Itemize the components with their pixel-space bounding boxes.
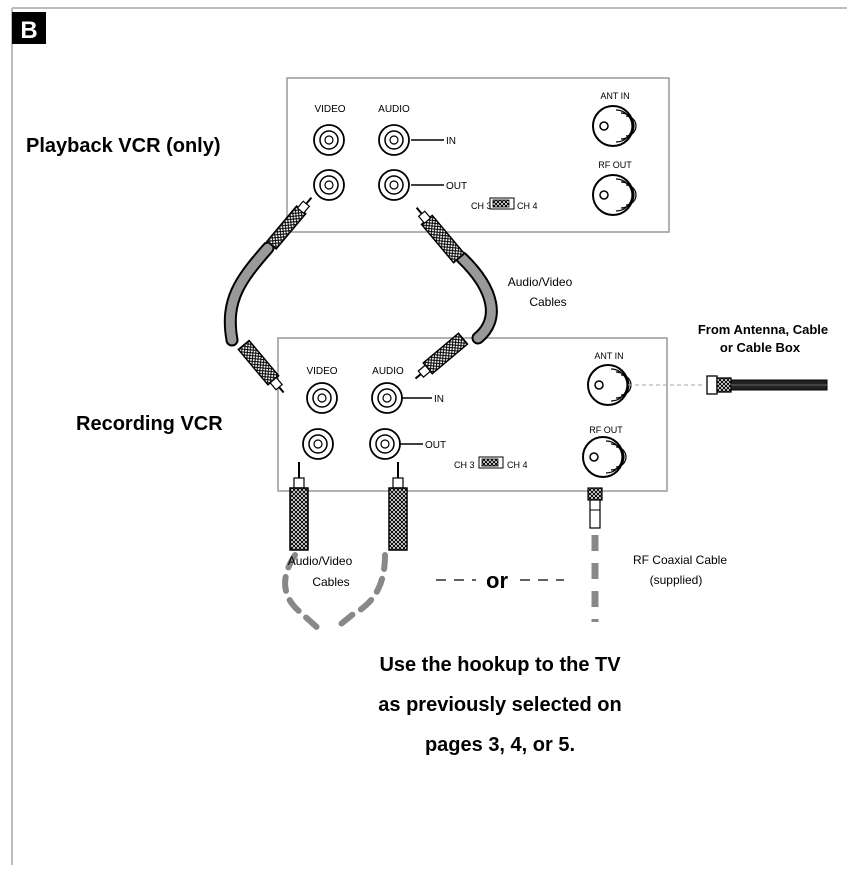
recording-audio-label: AUDIO [372, 366, 404, 377]
or-label: or [486, 568, 508, 593]
rf-cable-line2: (supplied) [650, 573, 703, 587]
bottom-note-line1: Use the hookup to the TV [379, 654, 621, 676]
playback-rf-out-jack [592, 174, 637, 216]
recording-video-label: VIDEO [306, 366, 337, 377]
recording-audio-out-jack [369, 428, 401, 460]
recording-video-in-jack [306, 382, 338, 414]
playback-audio-out-jack [378, 169, 410, 201]
av-cables-lower-line2: Cables [312, 575, 349, 589]
playback-ch3-label: CH 3 [471, 201, 492, 211]
section-badge [12, 12, 46, 44]
playback-audio-label: AUDIO [378, 104, 410, 115]
playback-ant-in-label: ANT IN [600, 91, 629, 101]
playback-in-label: IN [446, 136, 456, 147]
recording-video-out-jack [302, 428, 334, 460]
antenna-source-line1: From Antenna, Cable [698, 322, 828, 337]
av-cable-right-lower [388, 462, 408, 551]
playback-out-label: OUT [446, 181, 467, 192]
recording-ch3-label: CH 3 [454, 460, 475, 470]
av-cables-upper-line2: Cables [529, 295, 566, 309]
recording-vcr-panel: VIDEO AUDIO IN OUT CH 3 [277, 337, 668, 492]
av-cables-lower-line1: Audio/Video [288, 554, 353, 568]
recording-out-label: OUT [425, 440, 446, 451]
antenna-input-cable [628, 375, 828, 395]
bottom-note-line2: as previously selected on [378, 694, 621, 716]
playback-ch4-label: CH 4 [517, 201, 538, 211]
playback-ant-in-jack [592, 105, 637, 147]
recording-audio-in-jack [371, 382, 403, 414]
recording-in-label: IN [434, 394, 444, 405]
recording-ch4-label: CH 4 [507, 460, 528, 470]
section-letter: B [20, 17, 37, 44]
playback-rf-out-label: RF OUT [598, 160, 632, 170]
rf-coaxial-cable [587, 487, 603, 622]
playback-channel-switch [489, 197, 515, 210]
playback-vcr-title: Playback VCR (only) [26, 135, 221, 157]
recording-channel-switch [478, 456, 504, 469]
playback-video-out-jack [313, 169, 345, 201]
bottom-note-line3: pages 3, 4, or 5. [425, 734, 575, 756]
playback-video-label: VIDEO [314, 104, 345, 115]
recording-ant-in-jack [587, 364, 632, 406]
recording-rf-out-jack [582, 436, 627, 478]
recording-vcr-title: Recording VCR [76, 413, 223, 435]
av-cables-upper-line1: Audio/Video [508, 275, 573, 289]
playback-video-in-jack [313, 124, 345, 156]
recording-rf-out-label: RF OUT [589, 425, 623, 435]
av-cable-right-upper [414, 206, 498, 380]
recording-ant-in-label: ANT IN [594, 351, 623, 361]
playback-audio-in-jack [378, 124, 410, 156]
rf-cable-line1: RF Coaxial Cable [633, 553, 727, 567]
playback-vcr-panel: VIDEO AUDIO IN OUT CH 3 [286, 77, 670, 233]
antenna-source-line2: or Cable Box [720, 340, 801, 355]
av-cable-left-upper [223, 196, 313, 394]
av-cable-left-lower [289, 462, 309, 551]
av-cable-loop-dashed [282, 552, 388, 633]
